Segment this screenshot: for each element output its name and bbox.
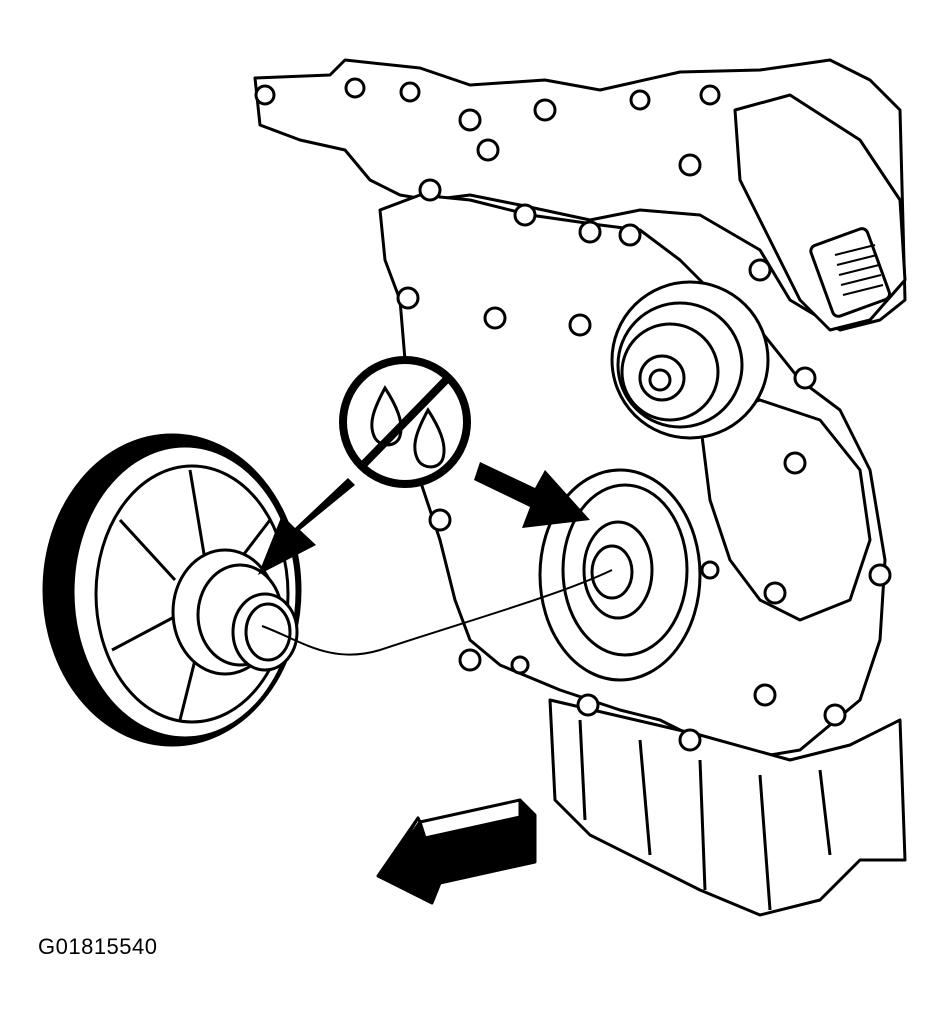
prohibition-slash xyxy=(359,375,451,469)
direction-arrow-icon xyxy=(376,798,537,905)
idler-pulley-center xyxy=(648,368,672,392)
oil-pan-rail xyxy=(578,719,832,911)
cover-bolts xyxy=(254,77,892,752)
oil-pan xyxy=(548,698,907,917)
engine-block xyxy=(253,58,907,917)
figure-id-label: G01815540 xyxy=(38,934,158,959)
arrow-to-balancer xyxy=(258,478,355,575)
balancer-spokes xyxy=(111,469,272,721)
oil-drop-right xyxy=(413,407,446,469)
crankshaft-balancer xyxy=(42,433,302,747)
crankshaft-snout xyxy=(590,544,634,600)
balancer-bore xyxy=(244,602,292,662)
arrow-to-seal xyxy=(474,462,590,528)
connector-grille xyxy=(834,244,884,296)
alignment-line xyxy=(261,569,613,656)
no-lubricant-icon xyxy=(339,356,471,488)
pointer-arrows xyxy=(258,462,590,575)
water-pump-housing xyxy=(698,398,872,622)
